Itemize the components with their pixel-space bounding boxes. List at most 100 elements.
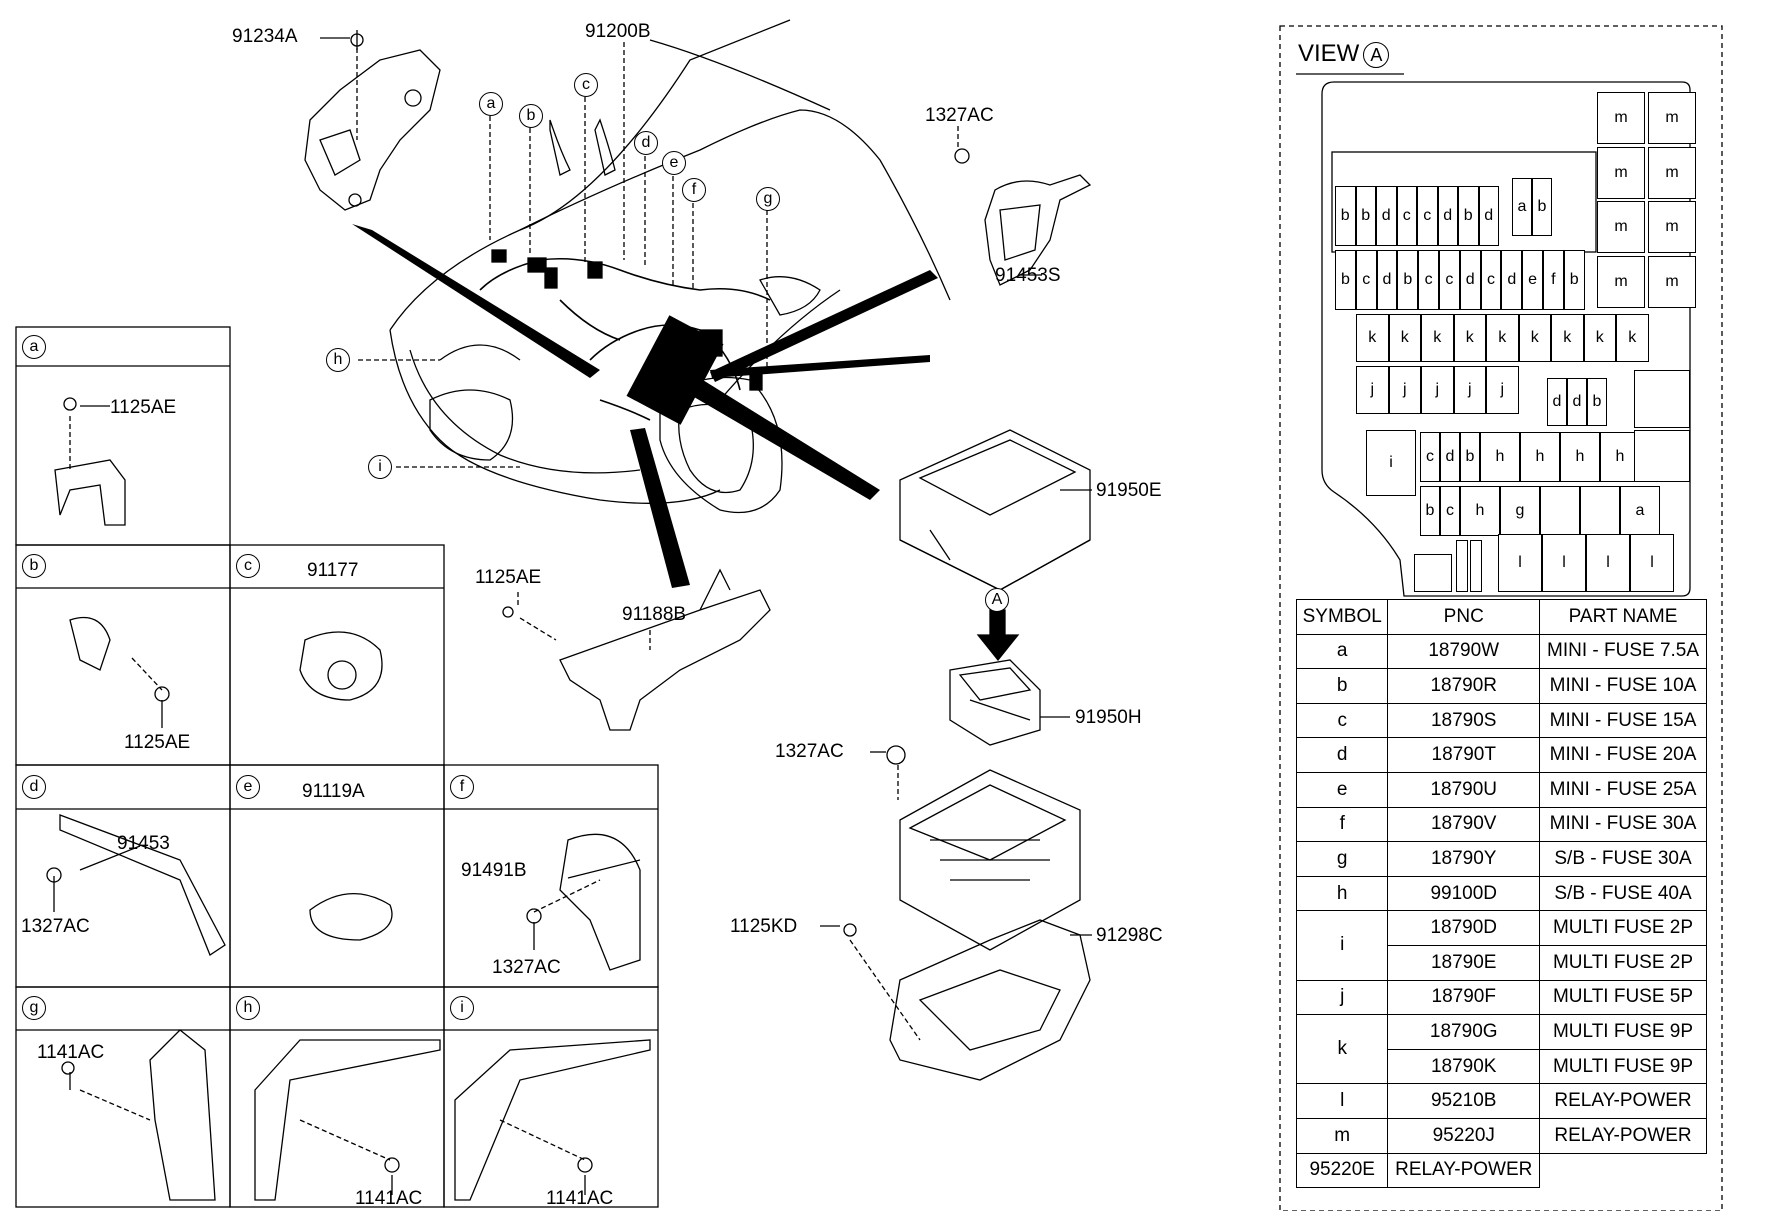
detail-i-part: 1141AC	[546, 1188, 614, 1209]
cell-part-name: S/B - FUSE 40A	[1539, 875, 1707, 912]
fuse-cell: d	[1459, 250, 1481, 310]
harness-tag-e: e	[662, 151, 686, 175]
harness-tag-f: f	[682, 178, 706, 202]
header-part-name: PART NAME	[1539, 599, 1707, 635]
cell-symbol: m	[1295, 1117, 1389, 1154]
harness-tag-c: c	[574, 73, 598, 97]
cell-pnc: 18790R	[1387, 668, 1541, 704]
cell-part-name: MINI - FUSE 15A	[1539, 702, 1707, 739]
fuse-cell: b	[1397, 250, 1419, 310]
detail-a-part: 1125AE	[110, 397, 177, 418]
fuse-cell: h	[1560, 432, 1600, 482]
fuse-cell-i: i	[1366, 430, 1416, 496]
cell-part-name: MULTI FUSE 9P	[1539, 1014, 1707, 1050]
cell-pnc: 99100D	[1387, 875, 1541, 912]
cell-pnc: 18790G	[1387, 1014, 1541, 1050]
callout-91453S: 91453S	[995, 265, 1061, 286]
cell-symbol: l	[1295, 1083, 1389, 1119]
cell-pnc: 18790U	[1387, 771, 1541, 808]
fuse-cell: m	[1648, 92, 1696, 144]
cell-symbol: h	[1295, 875, 1389, 912]
fuse-cell: l	[1498, 534, 1542, 592]
cell-part-name: MULTI FUSE 9P	[1539, 1048, 1707, 1085]
harness-tag-a: a	[479, 92, 503, 116]
fuse-cell: b	[1532, 178, 1552, 236]
fuse-cell: f	[1543, 250, 1564, 310]
fuse-cell: h	[1480, 432, 1520, 482]
fuse-cell: j	[1453, 366, 1486, 414]
view-a-marker: A	[985, 588, 1009, 612]
callout-1327AC-mid: 1327AC	[775, 741, 844, 762]
callout-1125KD: 1125KD	[730, 916, 798, 937]
fuse-cell: b	[1458, 186, 1479, 246]
fuse-cell: j	[1421, 366, 1454, 414]
fuse-cell: m	[1597, 256, 1645, 308]
cell-part-name: MINI - FUSE 25A	[1539, 771, 1707, 808]
harness-tag-b: b	[519, 104, 543, 128]
fuse-cell: m	[1648, 147, 1696, 199]
callout-91234A: 91234A	[232, 26, 298, 47]
harness-tag-d: d	[634, 131, 658, 155]
header-pnc: PNC	[1387, 599, 1541, 635]
view-a-arrow	[976, 609, 1020, 662]
detail-tag-b: b	[22, 554, 46, 578]
fuse-cell: d	[1440, 432, 1460, 482]
fuse-cell: m	[1597, 201, 1645, 253]
fuse-cell: j	[1388, 366, 1421, 414]
detail-tag-f: f	[450, 775, 474, 799]
cell-pnc: 18790F	[1387, 979, 1541, 1016]
cell-part-name: RELAY-POWER	[1539, 1117, 1707, 1154]
fuse-cell: k	[1551, 314, 1584, 362]
fuse-box-cover-91950E	[899, 429, 1091, 591]
fuse-cell-blank	[1414, 554, 1452, 592]
detail-tag-c: c	[236, 554, 260, 578]
fuse-cell: l	[1586, 534, 1630, 592]
fuse-cell: h	[1520, 432, 1560, 482]
cell-part-name: MINI - FUSE 10A	[1539, 668, 1707, 704]
fuse-cell: d	[1478, 186, 1499, 246]
cell-part-name: MINI - FUSE 30A	[1539, 806, 1707, 843]
fuse-cell: c	[1480, 250, 1502, 310]
header-symbol: SYMBOL	[1295, 599, 1389, 635]
fuse-cell: m	[1648, 256, 1696, 308]
fuse-cell: k	[1583, 314, 1616, 362]
cell-symbol: a	[1295, 633, 1389, 670]
fuse-cell: b	[1335, 250, 1356, 310]
harness-tag-i: i	[368, 455, 392, 479]
fuse-cell: m	[1648, 201, 1696, 253]
cell-symbol: c	[1295, 702, 1389, 739]
fuse-cell: e	[1522, 250, 1543, 310]
detail-f-part1: 91491B	[461, 860, 527, 881]
fuse-cell: c	[1396, 186, 1417, 246]
cell-part-name: RELAY-POWER	[1387, 1152, 1541, 1189]
cell-part-name: MULTI FUSE 2P	[1539, 910, 1707, 946]
fuse-cell: k	[1518, 314, 1551, 362]
cell-symbol: b	[1295, 668, 1389, 704]
detail-tag-a: a	[22, 335, 46, 359]
fuse-cell-blank	[1634, 370, 1690, 428]
fuse-cell: m	[1597, 92, 1645, 144]
relay-block-91950H	[949, 659, 1041, 746]
cell-part-name: MINI - FUSE 7.5A	[1539, 633, 1707, 670]
fuse-cell: l	[1630, 534, 1674, 592]
detail-b-part: 1125AE	[124, 732, 191, 753]
detail-tag-g: g	[22, 996, 46, 1020]
callout-91200B: 91200B	[585, 21, 651, 42]
detail-tag-d: d	[22, 775, 46, 799]
fuse-cell: k	[1421, 314, 1454, 362]
fuse-cell: a	[1620, 486, 1660, 536]
car-body-outline	[389, 19, 951, 514]
callout-91188B: 91188B	[622, 604, 687, 625]
detail-d-part1: 91453	[117, 833, 170, 854]
junction-box-91298C	[843, 745, 1091, 1081]
